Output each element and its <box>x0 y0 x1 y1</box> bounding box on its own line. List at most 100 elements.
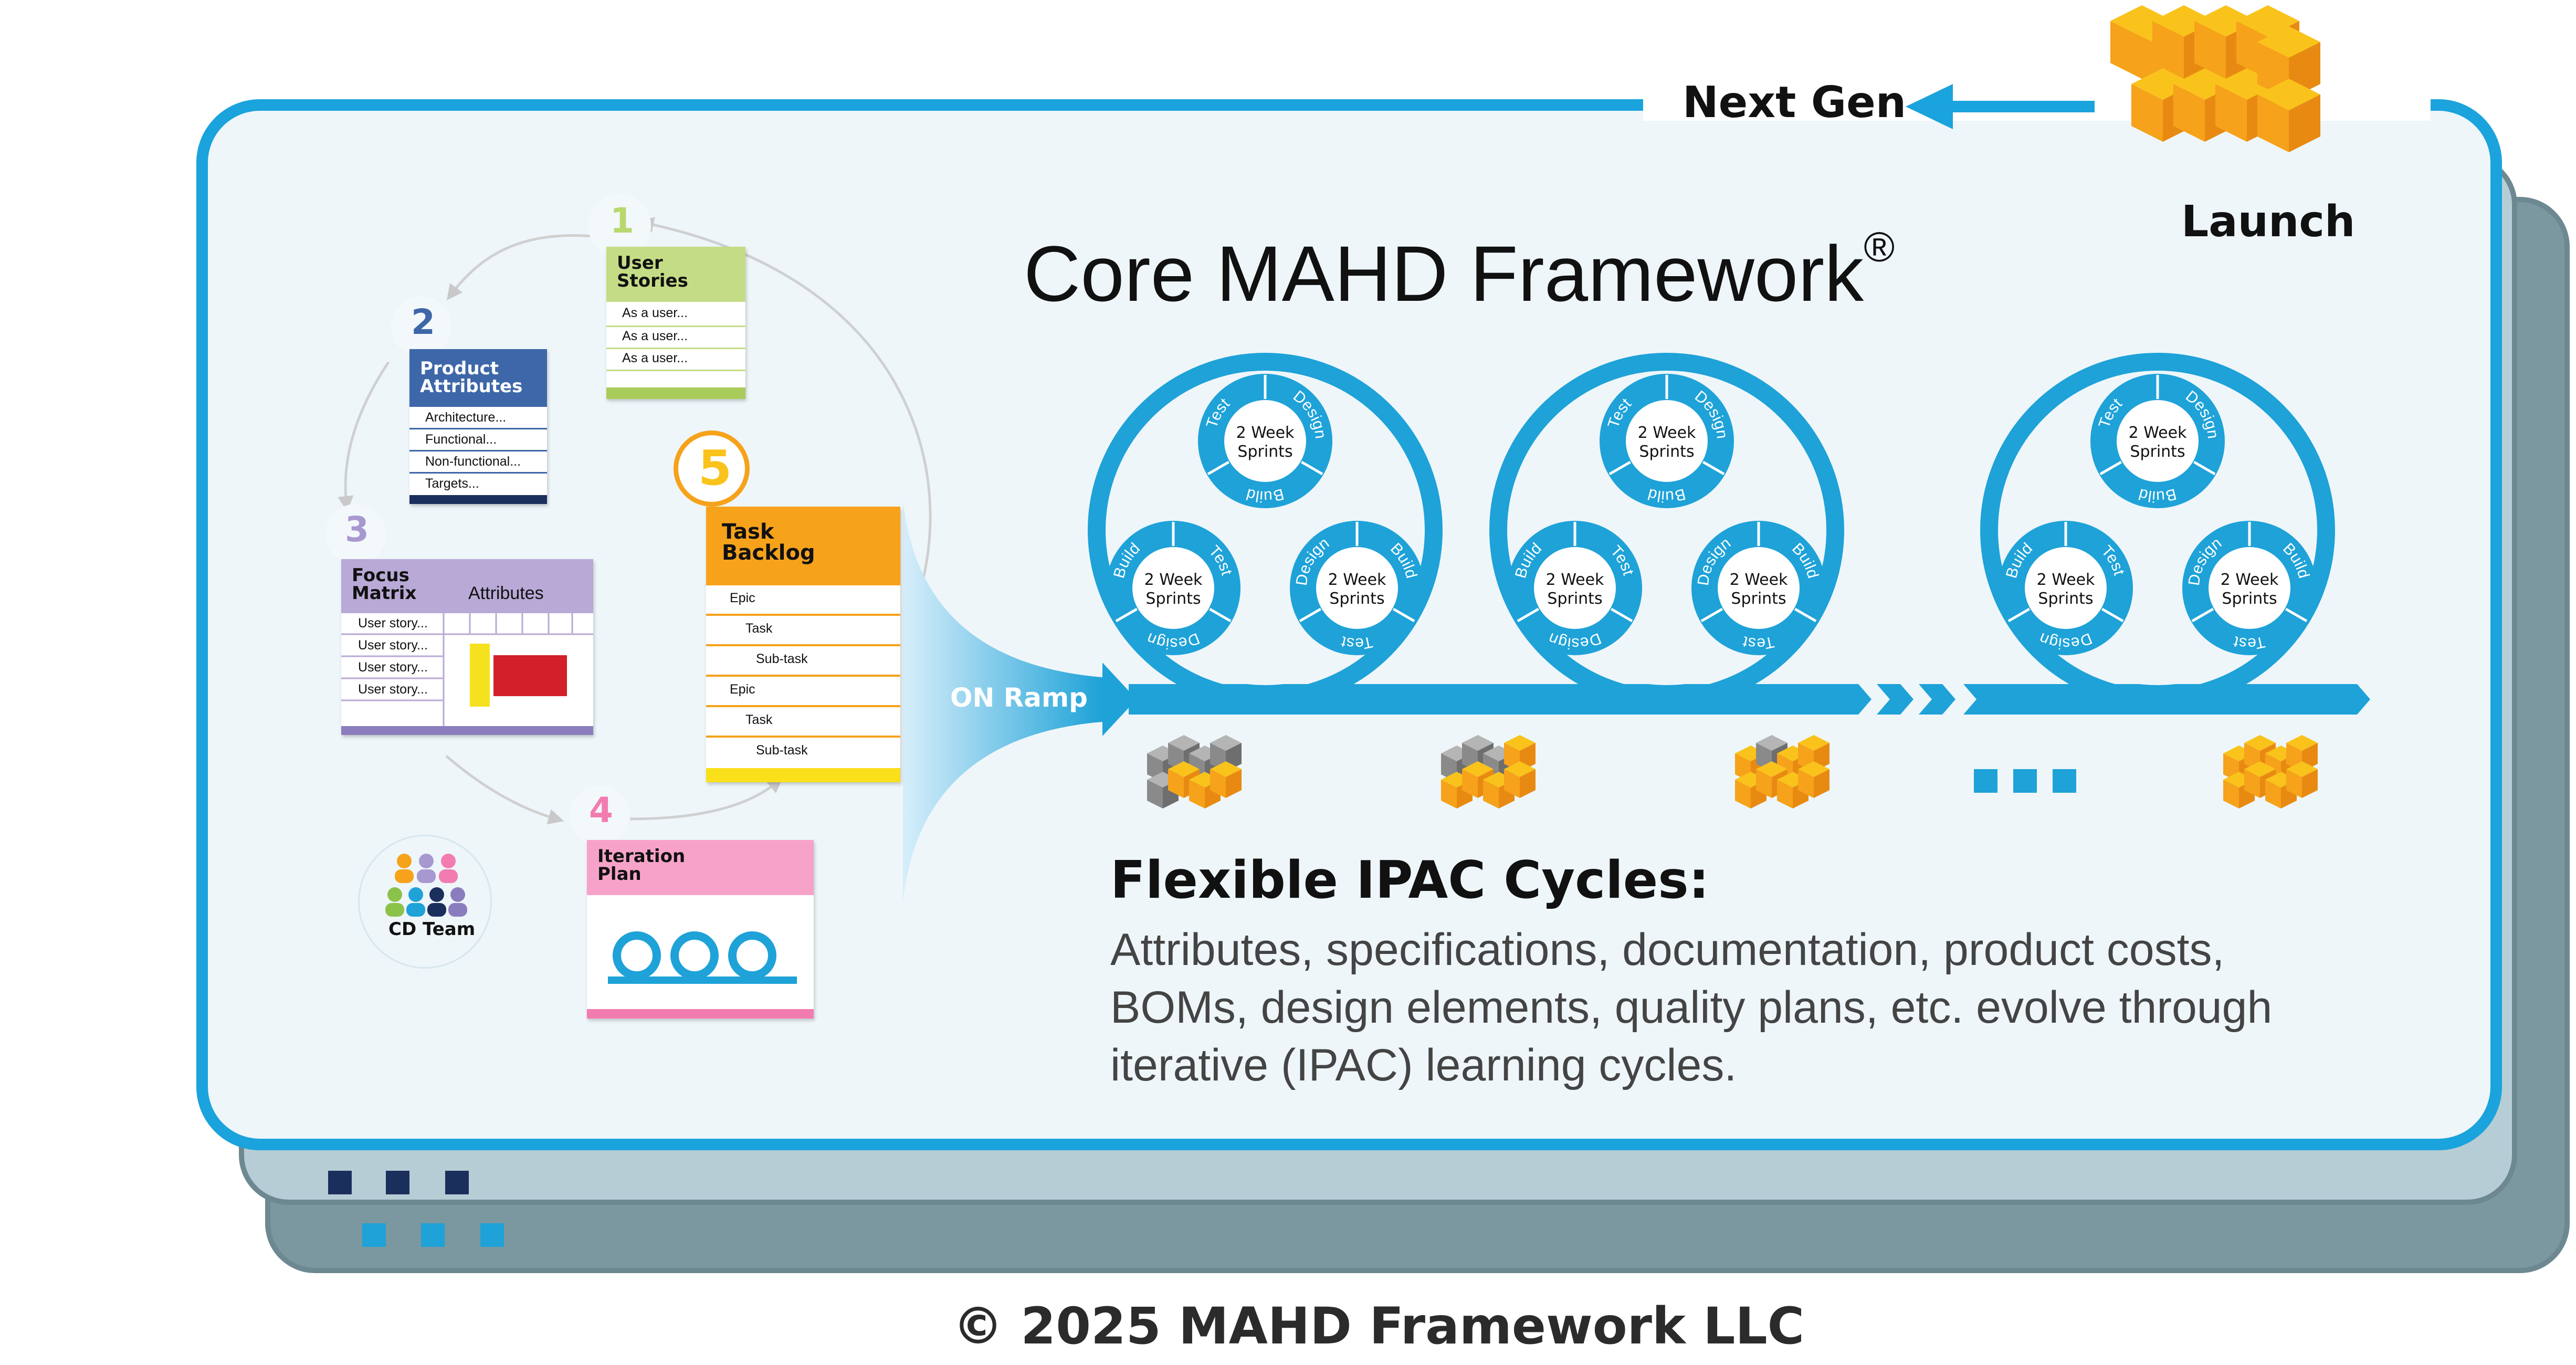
focus-matrix-card: Focus Matrix Attributes User story... Us… <box>341 559 593 735</box>
ipac-body-line-2: BOMs, design elements, quality plans, et… <box>1110 982 2273 1033</box>
focus-matrix-grid <box>341 613 593 735</box>
cycle-arrows <box>338 217 932 825</box>
page-title: Core MAHD Framework® <box>1024 224 1895 319</box>
user-stories-row-1: As a user... <box>622 306 688 320</box>
stack-dots <box>328 1171 504 1247</box>
phase-label: Build <box>1646 485 1687 505</box>
focus-matrix-title-1: Focus <box>352 565 409 586</box>
ellipsis-dots <box>1974 769 2076 793</box>
sprint-label-line-1: 2 Week <box>1546 571 1604 589</box>
step-3-number-circle <box>325 504 386 564</box>
on-ramp-label: ON Ramp <box>950 682 1088 713</box>
focus-matrix-title-2: Matrix <box>352 583 417 604</box>
step-4-number: 4 <box>589 790 613 831</box>
copyright-footer: © 2025 MAHD Framework LLC <box>953 1297 1805 1356</box>
iteration-loops-icon <box>608 931 797 984</box>
focus-matrix-row-2: User story... <box>358 638 428 653</box>
sprint-label-line-2: Sprints <box>1329 590 1384 608</box>
iteration-plan-header <box>587 840 814 895</box>
increment-cubes <box>1147 735 2318 808</box>
task-backlog-row-1: Epic <box>730 591 755 605</box>
product-attributes-row-2: Functional... <box>425 432 497 447</box>
increment-cube-stack-4 <box>2223 735 2318 808</box>
sprint-label-line-1: 2 Week <box>1236 424 1295 442</box>
registered-mark: ® <box>1864 224 1895 270</box>
cd-team-badge <box>358 835 492 969</box>
page-title-text: Core MAHD Framework <box>1024 229 1864 318</box>
next-gen-arrow <box>1906 84 2095 129</box>
task-backlog-title-2: Backlog <box>722 541 815 565</box>
sprint-label-line-2: Sprints <box>2222 590 2277 608</box>
ipac-body-line-3: iterative (IPAC) learning cycles. <box>1110 1040 1737 1090</box>
sprint-label-line-1: 2 Week <box>1638 424 1696 442</box>
product-attributes-title-1: Product <box>420 358 499 379</box>
sprint-label-line-1: 2 Week <box>2221 571 2279 589</box>
task-backlog-row-5: Task <box>745 712 773 727</box>
sprint-label-line-2: Sprints <box>2130 443 2185 461</box>
step-3-number: 3 <box>345 509 369 550</box>
focus-matrix-attributes-label: Attributes <box>468 583 544 603</box>
cd-team-label: CD Team <box>388 919 476 940</box>
step-5-number: 5 <box>698 440 732 496</box>
launch-label: Launch <box>2181 197 2356 247</box>
task-backlog-row-6: Sub-task <box>756 743 808 758</box>
next-gen-label: Next Gen <box>1683 78 1907 128</box>
step-5-number-circle <box>674 430 750 507</box>
task-backlog-row-4: Epic <box>730 682 755 697</box>
increment-cube-stack-3 <box>1735 735 1830 808</box>
task-backlog-card: Task Backlog Epic Task Sub-task Epic Tas… <box>706 507 900 782</box>
product-attributes-row-3: Non-functional... <box>425 454 521 469</box>
focus-matrix-row-1: User story... <box>358 616 428 631</box>
sprint-label-line-1: 2 Week <box>1144 571 1203 589</box>
product-attributes-row-1: Architecture... <box>425 410 507 425</box>
sprint-label-line-2: Sprints <box>1639 443 1694 461</box>
task-backlog-row-2: Task <box>745 621 773 636</box>
phase-label: Build <box>1244 485 1286 505</box>
sprint-label-line-1: 2 Week <box>1328 571 1386 589</box>
task-backlog-row-3: Sub-task <box>756 652 808 666</box>
focus-matrix-row-4: User story... <box>358 682 428 697</box>
ipac-body-line-1: Attributes, specifications, documentatio… <box>1110 925 2225 975</box>
on-ramp-funnel <box>903 499 1137 903</box>
sprint-label-line-2: Sprints <box>1731 590 1786 608</box>
task-backlog-title-1: Task <box>722 520 774 544</box>
increment-cube-stack-2 <box>1441 735 1536 808</box>
user-stories-card: User Stories As a user... As a user... A… <box>606 247 745 399</box>
phase-label: Build <box>2137 485 2178 505</box>
sprint-label-line-2: Sprints <box>1547 590 1602 608</box>
step-4-number-circle <box>570 785 630 845</box>
launch-cubes-icon <box>2110 5 2320 152</box>
step-2-number: 2 <box>411 302 435 342</box>
increment-cube-stack-1 <box>1147 735 1242 808</box>
task-backlog-header <box>706 507 900 585</box>
iteration-plan-title-2: Plan <box>597 864 642 885</box>
user-stories-row-3: As a user... <box>622 351 688 365</box>
iteration-plan-card: Iteration Plan <box>587 840 814 1018</box>
product-attributes-row-4: Targets... <box>425 476 479 491</box>
product-attributes-title-2: Attributes <box>420 376 523 397</box>
user-stories-title-2: Stories <box>617 270 688 291</box>
team-people-icon <box>385 854 467 917</box>
sprint-label-line-2: Sprints <box>1237 443 1292 461</box>
focus-matrix-header <box>341 559 593 613</box>
sprint-label-line-2: Sprints <box>1145 590 1201 608</box>
product-attributes-card: Product Attributes Architecture... Funct… <box>409 349 547 504</box>
user-stories-title-1: User <box>617 253 663 274</box>
ipac-heading: Flexible IPAC Cycles: <box>1110 850 1709 910</box>
sprint-label-line-2: Sprints <box>2038 590 2093 608</box>
user-stories-row-2: As a user... <box>622 329 688 343</box>
